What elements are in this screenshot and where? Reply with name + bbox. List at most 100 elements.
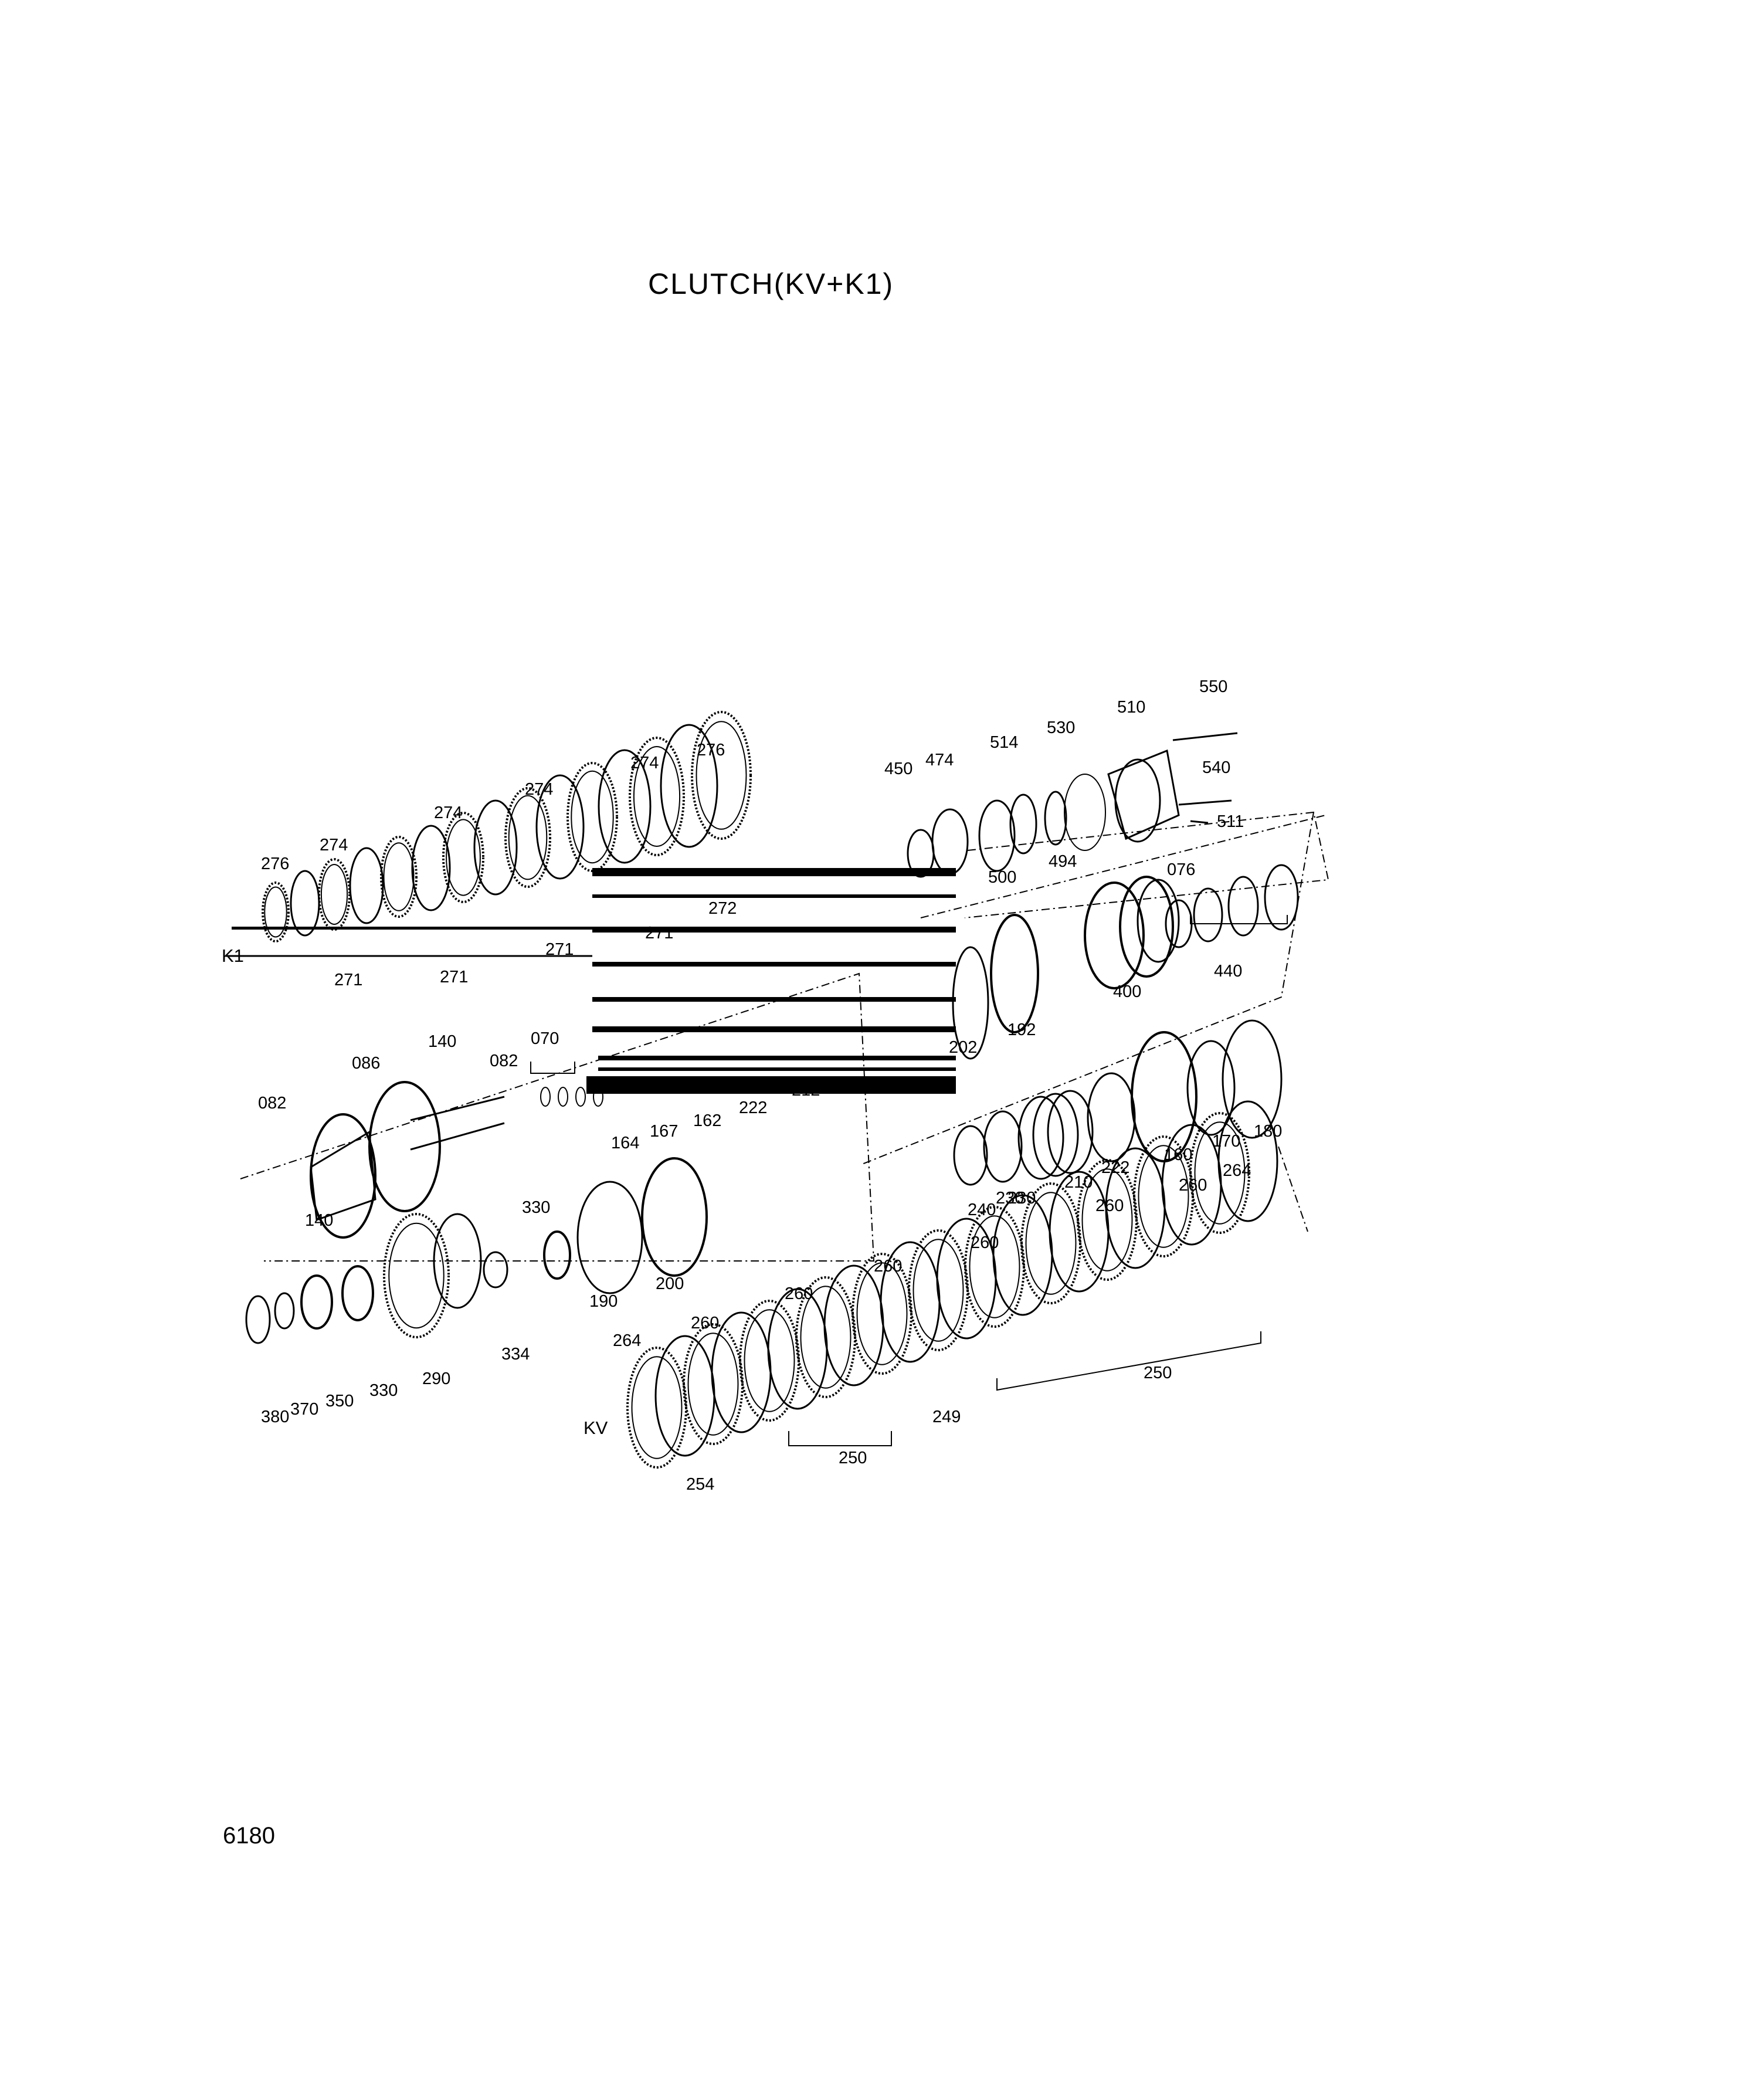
leader-line (410, 1096, 505, 1121)
ring-part (1044, 791, 1067, 846)
ring-part (953, 1125, 988, 1186)
boundary-line (996, 1331, 1261, 1391)
part-label-334: 334 (501, 1345, 530, 1364)
disc-inner (744, 1309, 795, 1412)
section-bar (592, 997, 956, 1002)
part-label-510: 510 (1117, 698, 1145, 717)
part-label-164: 164 (611, 1134, 639, 1152)
ring-part (931, 808, 969, 875)
toothed-disc (504, 787, 551, 888)
disc-inner (388, 1222, 445, 1329)
ring-part (641, 1157, 708, 1277)
disc-inner (446, 819, 481, 896)
part-label-511: 511 (1217, 812, 1244, 831)
part-label-082: 082 (490, 1052, 518, 1070)
part-label-254: 254 (686, 1475, 714, 1494)
disc-inner (383, 842, 415, 911)
disc-inner (696, 721, 747, 830)
toothed-disc (442, 812, 484, 903)
part-label-450: 450 (884, 760, 912, 778)
disc-inner (508, 795, 548, 880)
part-label-272: 272 (708, 899, 737, 918)
part-label-271: 271 (334, 971, 362, 989)
part-label-494: 494 (1049, 852, 1077, 871)
toothed-disc (383, 1213, 450, 1338)
part-label-271: 271 (545, 940, 574, 959)
part-label-260: 260 (874, 1257, 902, 1276)
ring-part (411, 825, 451, 911)
toothed-disc (691, 711, 752, 840)
part-label-264: 264 (613, 1331, 641, 1350)
boundary-line (530, 1062, 575, 1074)
part-label-082: 082 (258, 1094, 286, 1113)
ring-part (349, 847, 384, 924)
part-label-264: 264 (1223, 1161, 1251, 1180)
ring-part (1137, 879, 1180, 963)
ring-part (1217, 1100, 1278, 1222)
section-bar (592, 894, 956, 898)
part-label-330: 330 (369, 1381, 398, 1400)
part-label-240: 240 (968, 1201, 996, 1219)
part-label-290: 290 (422, 1369, 450, 1388)
part-label-260: 260 (691, 1314, 719, 1333)
disc-inner (1025, 1192, 1077, 1295)
part-label-230: 230 (1007, 1189, 1036, 1208)
part-label-249: 249 (932, 1408, 961, 1426)
page-number: 6180 (223, 1823, 275, 1849)
boundary-line (920, 815, 1326, 918)
ring-part (1186, 1040, 1236, 1136)
part-label-271: 271 (645, 924, 673, 942)
section-bar (592, 927, 956, 933)
disc-inner (320, 864, 348, 925)
boundary-line (788, 1431, 892, 1446)
ring-part (341, 1265, 374, 1321)
part-label-400: 400 (1113, 982, 1141, 1001)
part-label-274: 274 (525, 780, 553, 799)
toothed-disc (629, 737, 685, 856)
toothed-disc (318, 858, 351, 931)
leader-line (1190, 820, 1209, 824)
ring-part (274, 1292, 295, 1330)
leader-line (1172, 732, 1238, 741)
ring-part (540, 1087, 551, 1107)
part-label-200: 200 (656, 1274, 684, 1293)
section-bar (598, 1067, 956, 1071)
ring-part (433, 1213, 482, 1309)
section-bar (232, 927, 595, 930)
ring-part (593, 1087, 603, 1107)
part-label-530: 530 (1047, 718, 1075, 737)
ring-part (543, 1230, 571, 1280)
part-label-274: 274 (320, 836, 348, 855)
ring-part (1009, 794, 1037, 855)
group-label-k1: K1 (222, 945, 244, 966)
part-label-440: 440 (1214, 962, 1242, 981)
ring-part (575, 1087, 586, 1107)
disc-inner (264, 886, 287, 938)
part-label-222: 222 (739, 1098, 767, 1117)
ring-part (660, 724, 718, 848)
ring-part (1084, 881, 1145, 989)
ring-part (535, 774, 585, 880)
part-label-260: 260 (1095, 1196, 1124, 1215)
part-label-271: 271 (440, 968, 468, 986)
ring-part (576, 1181, 643, 1294)
part-label-250: 250 (1144, 1364, 1172, 1382)
ring-part (990, 914, 1039, 1033)
ring-part (1114, 758, 1161, 843)
part-label-550: 550 (1199, 677, 1227, 696)
part-label-192: 192 (1007, 1020, 1036, 1039)
ring-part (1222, 1019, 1283, 1139)
ring-part (1131, 1031, 1198, 1162)
boundary-line (1278, 1146, 1308, 1232)
boundary-line (861, 812, 1314, 1165)
part-label-076: 076 (1167, 860, 1195, 879)
toothed-disc (380, 836, 418, 918)
section-bar (586, 1076, 956, 1094)
ring-part (1064, 774, 1106, 851)
disc-inner (800, 1286, 852, 1389)
ring-part (290, 870, 320, 937)
part-label-250: 250 (839, 1449, 867, 1467)
leader-line (1178, 799, 1232, 806)
part-label-162: 162 (693, 1111, 721, 1130)
disc-inner (633, 746, 681, 847)
